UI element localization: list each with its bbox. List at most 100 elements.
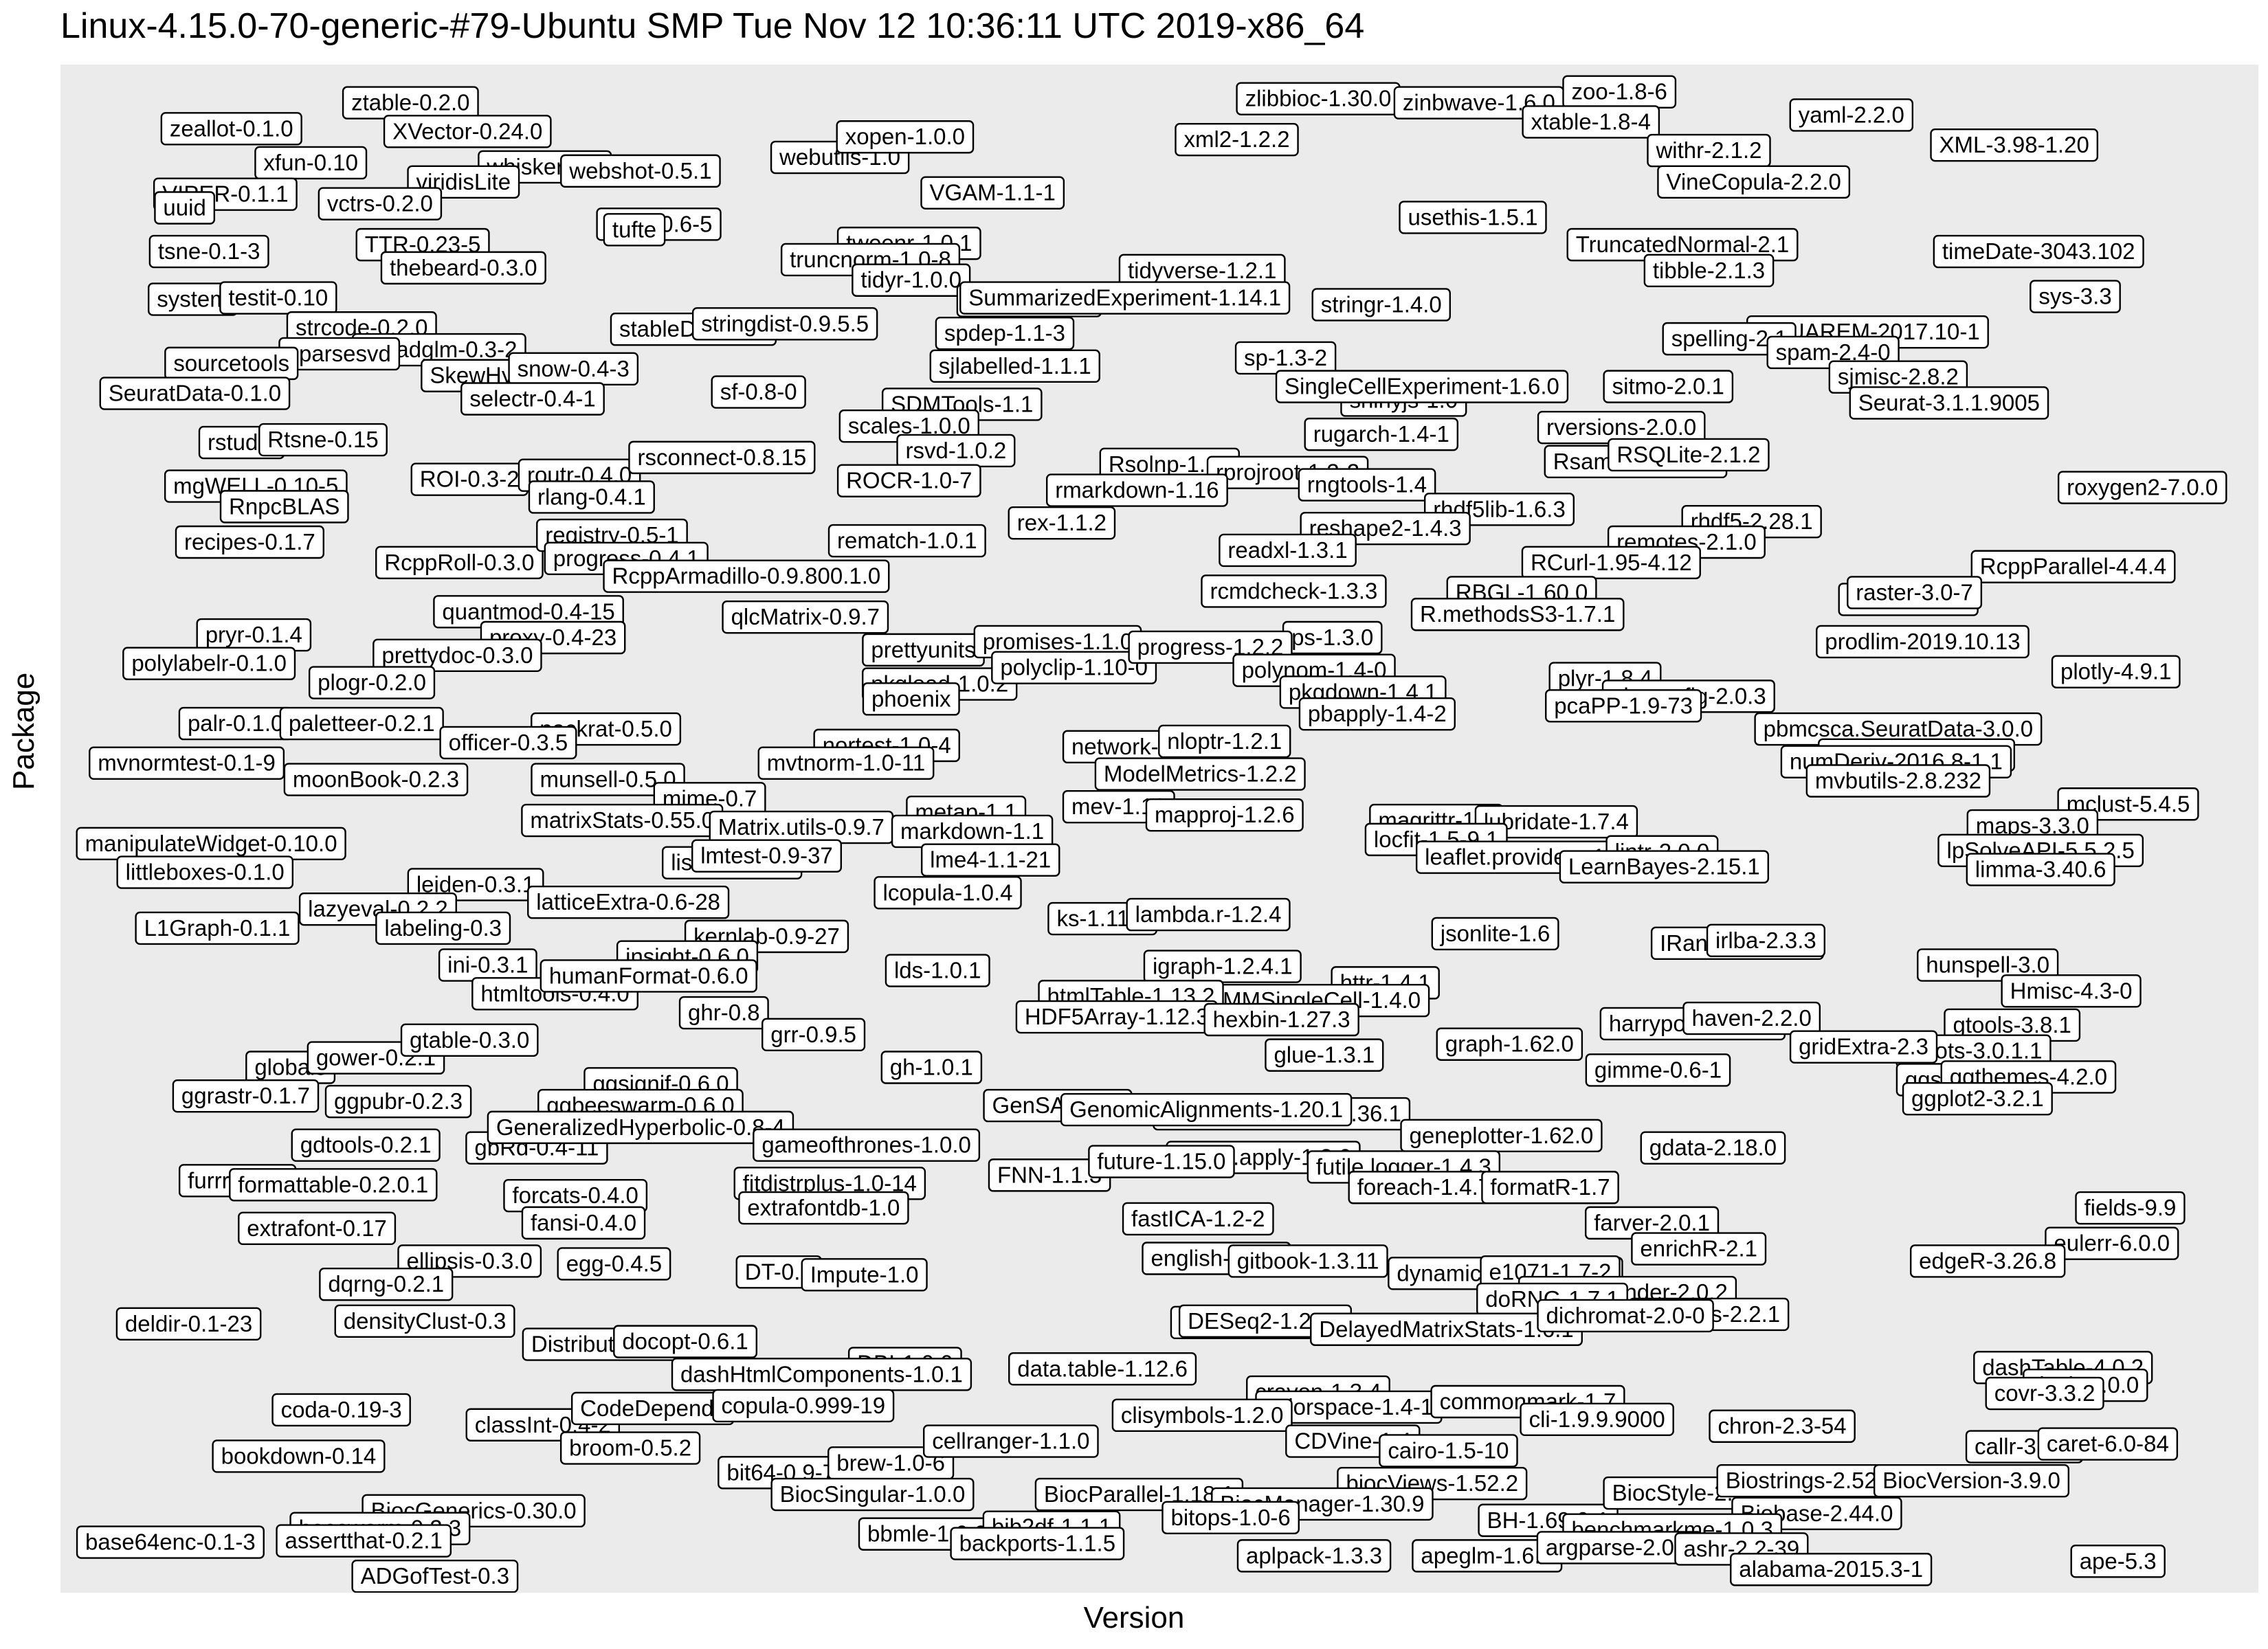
package-label: rugarch-1.4-1: [1304, 417, 1459, 451]
package-label-text: sparsesvd: [287, 341, 390, 366]
package-label-box: [1643, 254, 1775, 288]
package-label-text: stringr-1.4.0: [1321, 291, 1442, 317]
package-label: matrixStats-0.55.0: [521, 803, 724, 838]
package-label: Rtsne-0.15: [258, 423, 388, 457]
package-label-box: [935, 316, 1075, 350]
package-label: egg-0.4.5: [557, 1247, 671, 1281]
package-label: littleboxes-0.1.0: [116, 855, 294, 889]
package-label: clisymbols-1.2.0: [1111, 1398, 1293, 1433]
package-label-box: [283, 763, 469, 796]
package-label: mapproj-1.2.6: [1145, 798, 1304, 832]
package-label-text: hexbin-1.27.3: [1213, 1007, 1350, 1032]
package-label-text: R.methodsS3-1.7.1: [1420, 601, 1615, 627]
package-label-text: alabama-2015.3-1: [1739, 1556, 1923, 1582]
package-label-text: sourcetools: [173, 350, 289, 376]
package-label-text: dichromat-2.0-0: [1546, 1303, 1705, 1328]
package-label-text: lme4-1.1-21: [930, 847, 1051, 873]
package-label: chron-2.3-54: [1709, 1409, 1856, 1443]
package-label: withr-2.1.2: [1647, 133, 1771, 168]
package-label-box: [1603, 370, 1734, 403]
package-label: GeneralizedHyperbolic-0.8-4: [487, 1110, 794, 1145]
package-label-text: pbmcsca.SeuratData-3.0.0: [1764, 716, 2034, 741]
package-label: pbapply-1.4-2: [1298, 697, 1456, 731]
package-label: RCurl-1.95-4.12: [1521, 546, 1701, 579]
y-axis-title: Package: [7, 672, 41, 790]
package-label-text: gitbook-1.3.11: [1237, 1248, 1379, 1273]
package-label-box: [99, 377, 291, 410]
package-label-box: [1201, 574, 1387, 608]
package-label: mvbutils-2.8.232: [1805, 764, 1991, 798]
package-label: TruncatedNormal-2.1: [1566, 227, 1799, 262]
package-label-box: [1631, 1232, 1767, 1266]
package-label-text: future-1.15.0: [1097, 1149, 1225, 1174]
package-label-box: [1474, 805, 1638, 839]
package-label-text: eulerr-6.0.0: [2054, 1231, 2170, 1256]
package-label-box: [1145, 798, 1304, 832]
package-label-text: dqrng-0.2.1: [328, 1271, 444, 1297]
package-label-box: [1311, 288, 1452, 322]
x-axis-title: Version: [1083, 1601, 1185, 1635]
package-label-box: [115, 1307, 262, 1341]
package-label: limma-3.40.6: [1966, 853, 2115, 886]
package-label-text: RSQLite-2.1.2: [1616, 442, 1760, 467]
package-label-box: [836, 120, 975, 154]
package-label-text: densityClust-0.3: [344, 1308, 507, 1334]
package-label-box: [1161, 1501, 1300, 1534]
package-label-box: [373, 638, 542, 673]
package-label: recipes-0.1.7: [175, 525, 324, 559]
package-label-text: hunspell-3.0: [1926, 952, 2049, 978]
package-label: gdata-2.18.0: [1640, 1131, 1786, 1165]
package-label: sparsesvd: [278, 337, 401, 371]
package-label: roxygen2-7.0.0: [2057, 471, 2227, 504]
package-label-box: [383, 115, 552, 148]
package-label: ggplot2-3.2.1: [1902, 1081, 2053, 1116]
package-label: haven-2.2.0: [1682, 1001, 1821, 1035]
package-label-box: [929, 349, 1100, 383]
package-label-text: zoo-1.8-6: [1572, 79, 1667, 104]
package-label-text: roxygen2-7.0.0: [2067, 475, 2218, 500]
package-label-text: gameofthrones-1.0.0: [761, 1132, 971, 1158]
package-label-box: [711, 375, 806, 409]
package-label-box: [1122, 1202, 1274, 1236]
package-label-text: pcaPP-1.9-73: [1554, 693, 1693, 718]
package-label-box: [276, 1524, 452, 1558]
package-label: hexbin-1.27.3: [1203, 1002, 1359, 1037]
package-label-text: thebeard-0.3.0: [390, 255, 537, 280]
package-label-text: ggplot2-3.2.1: [1911, 1086, 2044, 1111]
package-label-text: Rtsne-0.15: [267, 427, 378, 452]
package-label: qlcMatrix-0.9.7: [722, 601, 889, 634]
package-label-text: lubridate-1.7.4: [1484, 809, 1629, 834]
package-label-text: ps-1.3.0: [1291, 625, 1373, 650]
package-label: Seurat-3.1.1.9005: [1849, 386, 2049, 420]
package-label-box: [160, 112, 302, 146]
package-label: cairo-1.5-10: [1379, 1434, 1518, 1468]
package-label-box: [557, 1247, 671, 1281]
package-label: markdown-1.1: [891, 814, 1054, 849]
package-label-text: webshot-0.5.1: [568, 158, 711, 183]
package-label-text: rex-1.1.2: [1017, 510, 1107, 535]
package-label: future-1.15.0: [1088, 1145, 1235, 1178]
package-label: hunspell-3.0: [1917, 948, 2059, 982]
package-label: rversions-2.0.0: [1537, 411, 1706, 445]
package-label: lme4-1.1-21: [920, 843, 1060, 877]
package-label-box: [1298, 468, 1436, 502]
package-label-text: sjmisc-2.8.2: [1838, 364, 1959, 390]
package-label-box: [827, 524, 986, 558]
package-label-box: [1008, 506, 1116, 540]
package-label-box: [460, 382, 605, 416]
package-label-box: [122, 647, 296, 680]
package-label-box: [318, 187, 443, 221]
package-label-box: [319, 1268, 454, 1301]
package-label-text: sf-0.8-0: [720, 379, 797, 405]
package-label-box: [761, 1018, 866, 1052]
package-label: raster-3.0-7: [1847, 576, 1983, 609]
package-label: usethis-1.5.1: [1399, 201, 1547, 234]
package-label: system: [148, 282, 238, 316]
package-label: grr-0.9.5: [761, 1018, 866, 1052]
package-label: docopt-0.6.1: [613, 1325, 757, 1358]
package-label: glue-1.3.1: [1265, 1038, 1384, 1072]
package-label-text: Seurat-3.1.1.9005: [1858, 390, 2040, 415]
package-label-text: fields-9.9: [2084, 1195, 2176, 1220]
package-label: fastICA-1.2-2: [1122, 1202, 1274, 1236]
package-label: mvnormtest-0.1-9: [89, 746, 285, 780]
